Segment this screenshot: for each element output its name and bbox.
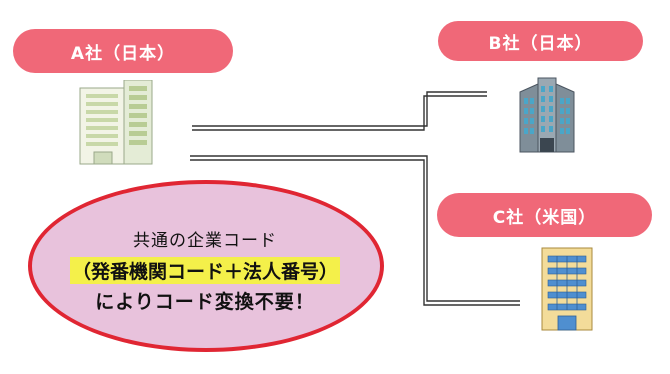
company-c-label: C社（米国）	[437, 193, 652, 237]
callout-line-1: 共通の企業コード	[133, 231, 277, 251]
callout-line-3: によりコード変換不要！	[95, 291, 315, 313]
connector-a-to-b	[192, 91, 487, 127]
company-a-label: A社（日本）	[13, 29, 233, 73]
connector-a-to-c	[190, 155, 520, 302]
office-building-icon	[78, 79, 156, 170]
connector-a-to-c	[190, 159, 520, 306]
company-b-label: B社（日本）	[438, 21, 643, 61]
callout-text: 共通の企業コード （発番機関コード＋法人番号） によりコード変換不要！	[40, 226, 370, 314]
connector-a-to-b	[192, 95, 487, 131]
office-building-icon	[540, 246, 594, 336]
office-building-icon	[510, 74, 584, 158]
callout-line-2: （発番機関コード＋法人番号）	[69, 257, 340, 284]
